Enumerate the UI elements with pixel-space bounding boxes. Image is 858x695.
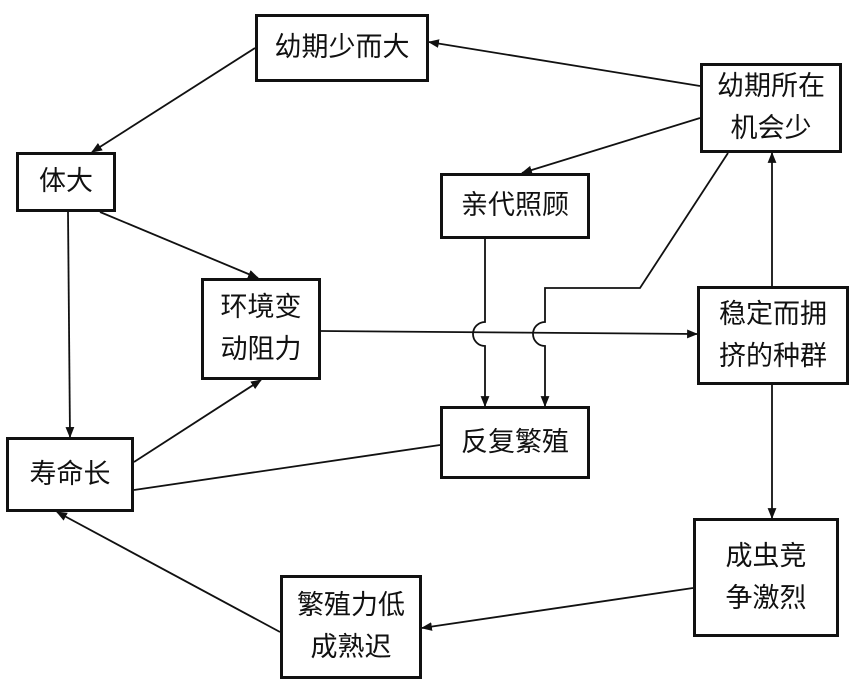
- node-label-line-1: 稳定而拥: [719, 298, 827, 330]
- edge-chengchong-jingzheng-to-fanzhili-di: [420, 587, 694, 631]
- node-label-line-2: 机会少: [730, 113, 812, 144]
- node-shouming-chang: 寿命长: [6, 437, 134, 512]
- edge-fanzhili-di-to-shouming-chang: [56, 511, 281, 633]
- node-label: 反复繁殖: [461, 426, 569, 458]
- node-fanzhili-di: 繁殖力低 成熟迟: [280, 575, 422, 679]
- node-label-line-1: 繁殖力低: [297, 590, 405, 622]
- node-label: 亲代照顾: [461, 190, 569, 222]
- node-qindai-zhaogu: 亲代照顾: [440, 173, 590, 239]
- edge-youqi-shao-er-da-to-ti-da: [91, 47, 256, 153]
- node-fanfu-fanzhi: 反复繁殖: [440, 406, 590, 479]
- node-label: 幼期少而大: [274, 32, 410, 64]
- node-youqi-jihui-shao: 幼期所在 机会少: [700, 63, 842, 153]
- node-wending-yongji: 稳定而拥 挤的种群: [697, 286, 849, 385]
- node-label-line-2: 争激烈: [725, 582, 807, 614]
- node-huanjing-zuli: 环境变 动阻力: [201, 278, 321, 380]
- edge-shouming-chang-to-huanjing-zuli: [133, 379, 262, 463]
- node-label-line-2: 挤的种群: [719, 340, 827, 372]
- edge-ti-da-to-shouming-chang: [65, 211, 75, 439]
- edge-qindai-zhaogu-to-fanfu-fanzhi: [472, 239, 490, 408]
- node-label-line-1: 环境变: [220, 292, 302, 324]
- node-ti-da: 体大: [16, 152, 116, 212]
- node-label: 体大: [39, 166, 93, 198]
- node-label: 寿命长: [29, 458, 111, 490]
- node-youqi-shao-er-da: 幼期少而大: [255, 14, 429, 82]
- edge-ti-da-to-huanjing-zuli: [99, 211, 260, 279]
- node-label-line-2: 动阻力: [220, 334, 302, 365]
- node-label-line-1: 成虫竞: [725, 540, 807, 572]
- edge-youqi-jihui-shao-to-youqi-shao-er-da: [427, 39, 701, 87]
- edge-shouming-chang-to-fanfu-fanzhi: [133, 444, 441, 491]
- node-label-line-2: 成熟迟: [310, 632, 392, 663]
- node-chengchong-jingzheng: 成虫竞 争激烈: [693, 518, 839, 637]
- edge-youqi-jihui-shao-to-fanfu-fanzhi: [532, 152, 729, 408]
- edge-youqi-jihui-shao-to-qindai-zhaogu: [520, 117, 701, 175]
- node-label-line-1: 幼期所在: [717, 71, 825, 103]
- edge-huanjing-zuli-to-wending-yongji: [320, 329, 699, 339]
